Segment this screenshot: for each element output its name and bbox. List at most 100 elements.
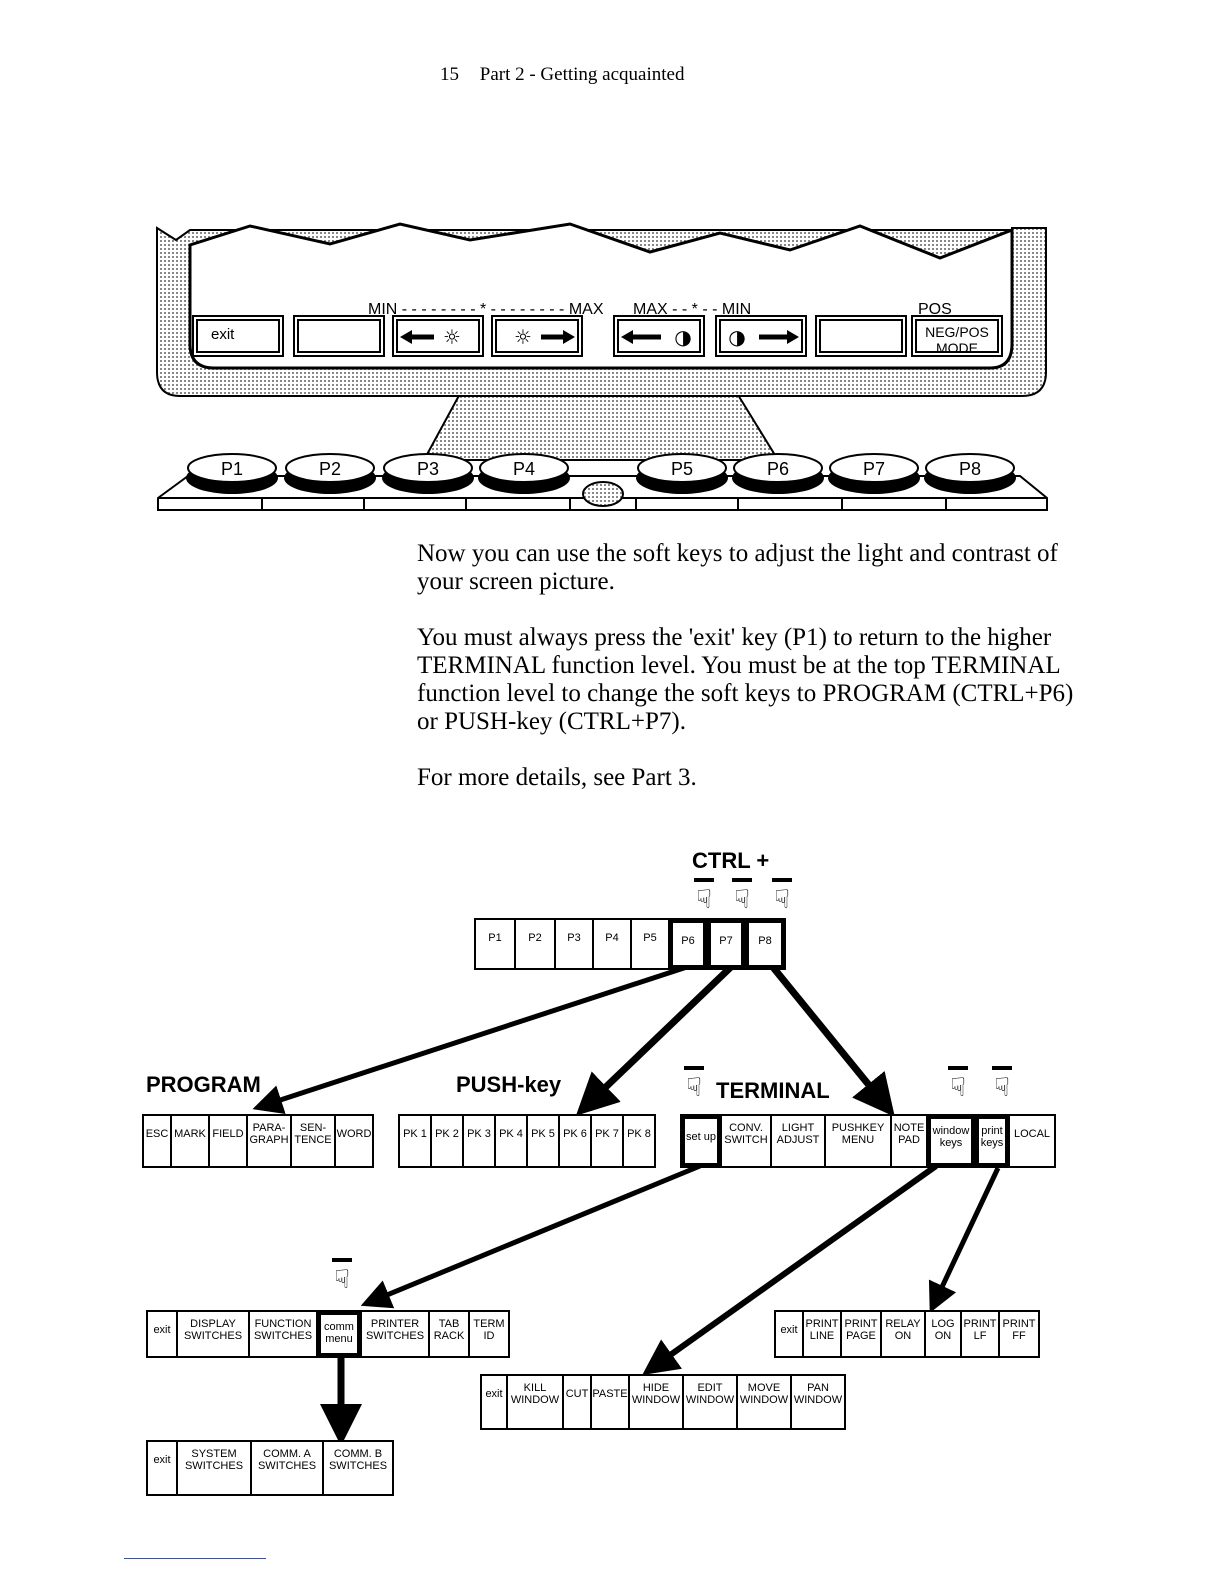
page-header: 15 Part 2 - Getting acquainted [440,64,700,86]
ctrl-row-key-2[interactable]: P2 [514,918,556,970]
program-key-6[interactable]: WORD [334,1114,374,1168]
physical-key-label: P2 [319,459,341,479]
physical-key-p4[interactable]: P4 [478,453,570,494]
comm-key-4[interactable]: COMM. B SWITCHES [322,1440,394,1496]
pointing-hand-icon: ☟ [332,1258,352,1295]
soft-key-6[interactable]: ◑ [715,315,807,357]
print-key-4[interactable]: RELAY ON [880,1310,926,1358]
comm-key-2[interactable]: SYSTEM SWITCHES [176,1440,252,1496]
physical-key-label: P8 [959,459,981,479]
terminal-key-2[interactable]: CONV. SWITCH [720,1114,772,1168]
svg-text:☟: ☟ [950,1073,966,1103]
terminal-key-7[interactable]: print keys [974,1114,1010,1168]
soft-key-1[interactable]: exit [192,315,284,357]
setup-key-4[interactable]: comm menu [316,1310,362,1358]
ctrl-row-key-1[interactable]: P1 [474,918,516,970]
terminal-key-4[interactable]: PUSHKEY MENU [824,1114,892,1168]
physical-key-label: P6 [767,459,789,479]
ctrl-row-key-4[interactable]: P4 [592,918,632,970]
setup-key-1[interactable]: exit [146,1310,178,1358]
physical-key-label: P3 [417,459,439,479]
contrast-scale-label: MAX - - * - - MIN [633,301,751,318]
window-key-3[interactable]: CUT [562,1374,592,1430]
pointing-hand-icon: ☟ [684,1066,704,1103]
pointing-hand-icon: ☟ [694,878,714,915]
physical-key-p3[interactable]: P3 [382,453,474,494]
window-key-2[interactable]: KILL WINDOW [506,1374,564,1430]
arrow-to-terminal [769,963,895,1117]
ctrl-row-key-5[interactable]: P5 [630,918,670,970]
ctrl-row-key-3[interactable]: P3 [554,918,594,970]
svg-text:☟: ☟ [334,1265,350,1295]
pushkey-key-2[interactable]: PK 2 [430,1114,464,1168]
pos-label: POS [918,301,952,318]
window-key-5[interactable]: HIDE WINDOW [628,1374,684,1430]
soft-key-4[interactable]: ☼ [491,315,583,357]
pushkey-key-8[interactable]: PK 8 [622,1114,656,1168]
program-key-5[interactable]: SEN- TENCE [290,1114,336,1168]
window-key-6[interactable]: EDIT WINDOW [682,1374,738,1430]
pointing-hand-icon: ☟ [948,1066,968,1103]
soft-key-2[interactable] [293,315,385,357]
terminal-key-1[interactable]: set up [680,1114,722,1168]
pushkey-key-7[interactable]: PK 7 [590,1114,624,1168]
soft-key-7[interactable] [815,315,907,357]
pushkey-key-4[interactable]: PK 4 [494,1114,528,1168]
ctrl-row-key-7[interactable]: P7 [706,918,746,970]
setup-key-7[interactable]: TERM ID [468,1310,510,1358]
setup-key-5[interactable]: PRINTER SWITCHES [360,1310,430,1358]
contrast-down-icon: ◑ [621,325,692,349]
physical-key-p5[interactable]: P5 [636,453,728,494]
window-key-1[interactable]: exit [480,1374,508,1430]
comm-key-3[interactable]: COMM. A SWITCHES [250,1440,324,1496]
arrow-to-print [928,1166,1001,1314]
soft-key-3[interactable]: ☼ [392,315,484,357]
terminal-key-3[interactable]: LIGHT ADJUST [770,1114,826,1168]
ctrl-row-key-6[interactable]: P6 [668,918,708,970]
program-key-1[interactable]: ESC [142,1114,172,1168]
setup-key-2[interactable]: DISPLAY SWITCHES [176,1310,250,1358]
terminal-key-8[interactable]: LOCAL [1008,1114,1056,1168]
program-key-4[interactable]: PARA- GRAPH [246,1114,292,1168]
physical-key-label: P5 [671,459,693,479]
print-key-2[interactable]: PRINT LINE [802,1310,842,1358]
arrow-to-setup [360,1163,701,1309]
physical-key-p2[interactable]: P2 [284,453,376,494]
window-key-8[interactable]: PAN WINDOW [790,1374,846,1430]
pushkey-key-1[interactable]: PK 1 [398,1114,432,1168]
window-key-4[interactable]: PASTE [590,1374,630,1430]
setup-key-6[interactable]: TAB RACK [428,1310,470,1358]
terminal-key-6[interactable]: window keys [926,1114,976,1168]
physical-key-p6[interactable]: P6 [732,453,824,494]
svg-text:☼: ☼ [443,325,461,349]
physical-key-p7[interactable]: P7 [828,453,920,494]
physical-key-p1[interactable]: P1 [186,453,278,494]
print-key-1[interactable]: exit [774,1310,804,1358]
soft-key-5[interactable]: ◑ [613,315,705,357]
ctrl-row-key-8[interactable]: P8 [744,918,786,970]
program-key-3[interactable]: FIELD [208,1114,248,1168]
program-key-2[interactable]: MARK [170,1114,210,1168]
print-key-5[interactable]: LOG ON [924,1310,962,1358]
terminal-key-5[interactable]: NOTE PAD [890,1114,928,1168]
svg-text:◑: ◑ [728,325,745,349]
physical-key-label: P4 [513,459,535,479]
window-key-7[interactable]: MOVE WINDOW [736,1374,792,1430]
pushkey-key-5[interactable]: PK 5 [526,1114,560,1168]
physical-key-label: P1 [221,459,243,479]
physical-key-p8[interactable]: P8 [924,453,1016,494]
svg-text:☟: ☟ [774,885,790,915]
pushkey-key-6[interactable]: PK 6 [558,1114,592,1168]
comm-key-1[interactable]: exit [146,1440,178,1496]
setup-key-3[interactable]: FUNCTION SWITCHES [248,1310,318,1358]
pushkey-key-3[interactable]: PK 3 [462,1114,496,1168]
svg-text:☼: ☼ [514,325,532,349]
pushkey-label: PUSH-key [456,1072,562,1097]
print-key-6[interactable]: PRINT LF [960,1310,1000,1358]
soft-key-label: exit [211,326,235,343]
print-key-7[interactable]: PRINT FF [998,1310,1040,1358]
print-key-3[interactable]: PRINT PAGE [840,1310,882,1358]
